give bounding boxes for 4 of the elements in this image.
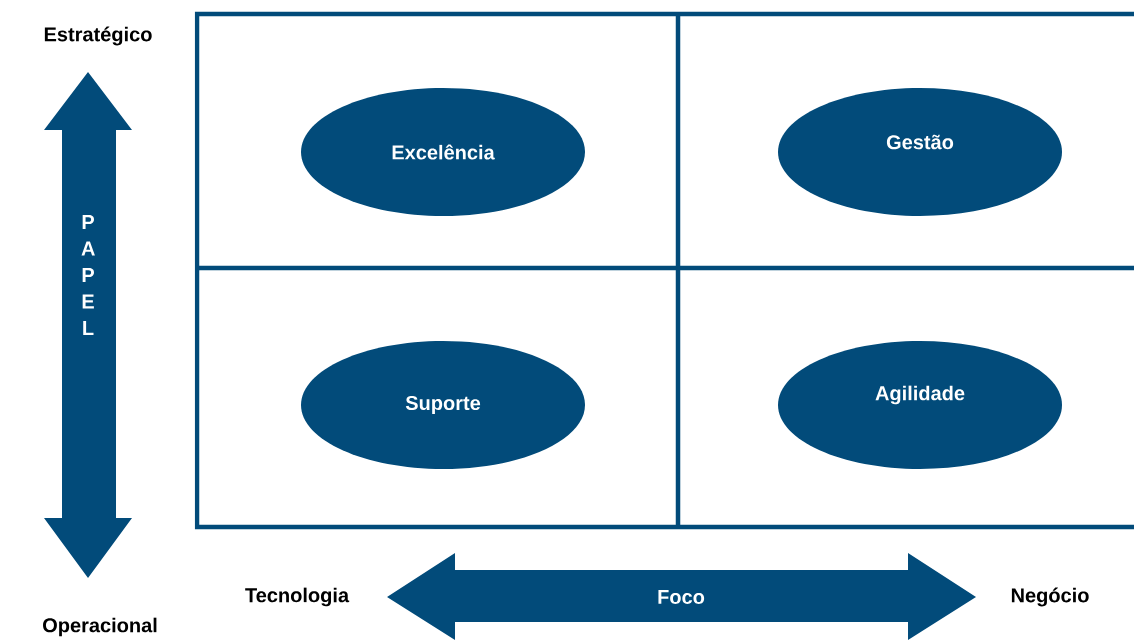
axis-label: Estratégico [44,26,152,46]
axis-label: Negócio [1011,587,1089,607]
axis-label: Tecnologia [245,587,350,607]
axis-label: Operacional [43,617,157,637]
